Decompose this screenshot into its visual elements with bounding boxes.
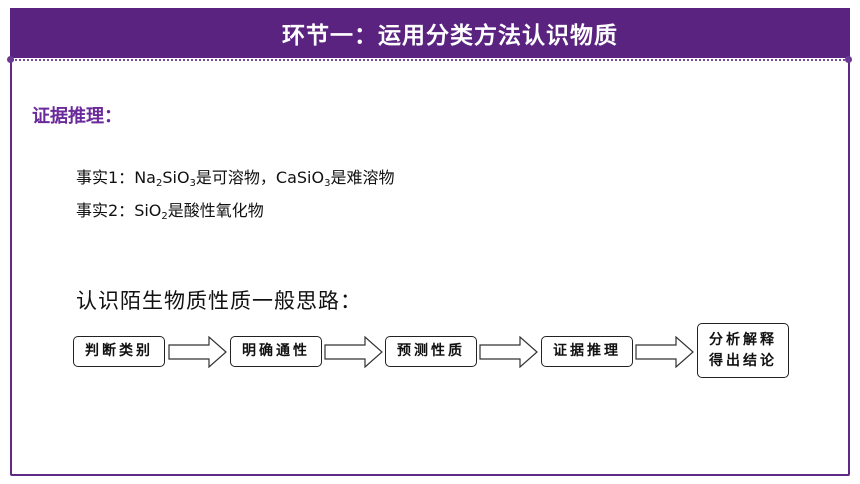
title-bar: 环节一：运用分类方法认识物质	[10, 8, 850, 58]
fact-1-text-d: 是难溶物	[330, 168, 395, 187]
fact-1-prefix: 事实1：	[76, 168, 135, 187]
flow-step-evidence: 证据推理	[541, 336, 633, 367]
section-label: 证据推理：	[32, 106, 122, 127]
divider-dotted-line	[12, 59, 848, 61]
divider-dot-left	[7, 56, 14, 63]
flow-step-conclusion: 分析解释 得出结论	[697, 323, 789, 378]
flow-step-common-properties: 明确通性	[230, 336, 322, 367]
flow-arrow-4-icon	[635, 336, 694, 368]
flow-arrow-3-icon	[479, 336, 538, 368]
fact-2-text-a: SiO	[134, 201, 162, 220]
fact-1-sub-3: 3	[324, 178, 331, 189]
divider-dot-right	[845, 56, 852, 63]
flow-arrow-2-icon	[324, 336, 383, 368]
fact-2-sub-1: 2	[161, 211, 168, 222]
fact-2: 事实2：SiO2是酸性氧化物	[76, 197, 264, 222]
flow-step-predict: 预测性质	[385, 336, 477, 367]
fact-1: 事实1：Na2SiO3是可溶物，CaSiO3是难溶物	[76, 164, 395, 189]
page-title: 环节一：运用分类方法认识物质	[282, 23, 618, 49]
fact-2-text-b: 是酸性氧化物	[167, 201, 264, 220]
flow-step-classify: 判断类别	[73, 336, 165, 367]
slide-frame	[10, 8, 850, 476]
fact-1-text-c: 是可溶物，CaSiO	[195, 168, 325, 187]
flow-arrow-1-icon	[168, 336, 227, 368]
flow-step-conclusion-line-1: 分析解释	[709, 331, 777, 348]
flow-step-conclusion-line-2: 得出结论	[709, 352, 777, 369]
method-heading: 认识陌生物质性质一般思路：	[76, 289, 362, 313]
fact-1-text-b: SiO	[162, 168, 190, 187]
fact-2-prefix: 事实2：	[76, 201, 135, 220]
fact-1-sub-1: 2	[155, 178, 163, 189]
fact-1-sub-2: 3	[189, 178, 196, 189]
fact-1-text-a: Na	[134, 168, 156, 187]
